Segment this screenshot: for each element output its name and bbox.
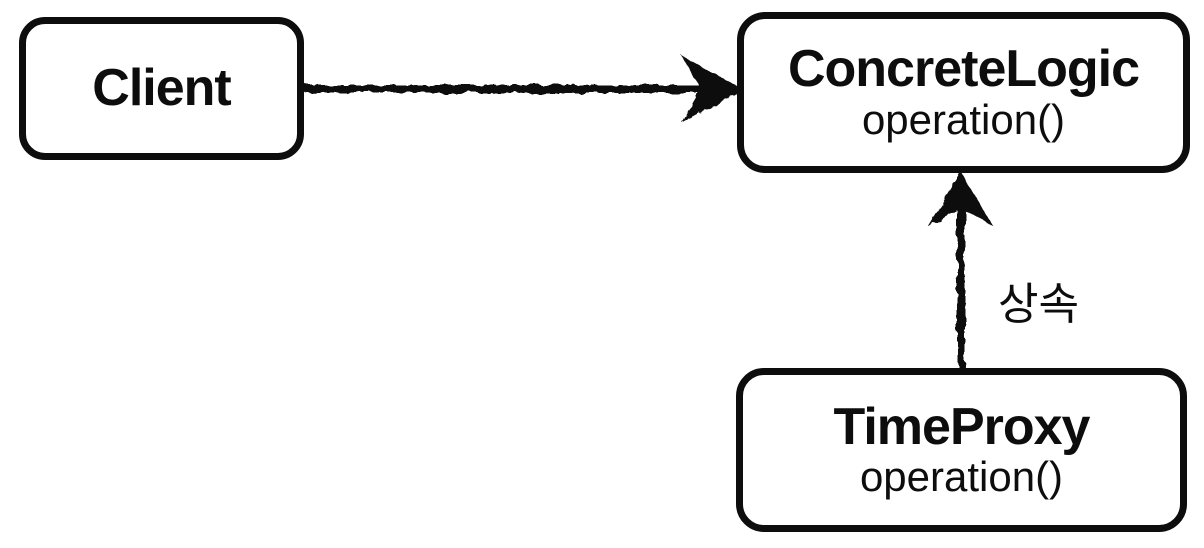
time-proxy-node-method: operation() (859, 453, 1064, 501)
inheritance-arrow (928, 172, 994, 370)
inheritance-edge-label: 상속 (998, 280, 1079, 329)
time-proxy-node: TimeProxy operation() (736, 368, 1187, 532)
concrete-logic-node-title: ConcreteLogic (787, 40, 1140, 99)
client-node-title: Client (92, 59, 231, 118)
client-to-concretelogic-arrow (303, 55, 743, 123)
concrete-logic-node: ConcreteLogic operation() (737, 12, 1190, 173)
client-node: Client (19, 17, 304, 160)
concrete-logic-node-method: operation() (861, 95, 1066, 143)
time-proxy-node-title: TimeProxy (833, 397, 1091, 456)
